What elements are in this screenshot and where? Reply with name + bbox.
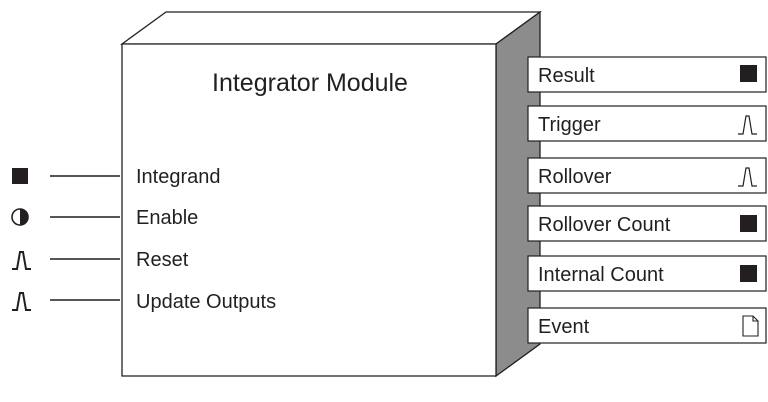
input-row-update-outputs: Update Outputs [12,291,276,313]
output-row-trigger: Trigger [527,105,767,142]
inputs: Integrand Enable Reset Update Outputs [11,166,276,313]
output-label: Rollover Count [538,214,671,236]
input-label: Reset [136,249,189,271]
module-title: Integrator Module [212,69,408,97]
module-top-face [120,11,542,45]
output-box [527,205,767,242]
input-label: Enable [136,207,198,229]
output-row-internal-count: Internal Count [527,255,767,292]
output-label: Event [538,316,590,338]
output-label: Result [538,65,595,87]
pulse-icon [738,167,757,187]
numeric-square-icon [740,65,757,82]
pulse-icon [12,292,31,311]
output-box [527,105,767,142]
input-row-integrand: Integrand [12,166,221,188]
output-row-result: Result [527,56,767,93]
outputs: Result Trigger Rollover Rollover Count I… [527,56,767,344]
output-box [527,56,767,93]
output-box [527,157,767,194]
output-label: Rollover [538,166,612,188]
output-row-event: Event [527,307,767,344]
module-front-face [121,43,497,377]
output-label: Internal Count [538,264,664,286]
event-document-icon [742,315,759,337]
input-label: Integrand [136,166,221,188]
input-label: Update Outputs [136,291,276,313]
output-label: Trigger [538,114,601,136]
output-row-rollover: Rollover [527,157,767,194]
output-row-rollover-count: Rollover Count [527,205,767,242]
numeric-square-icon [740,215,757,232]
input-row-enable: Enable [11,207,198,229]
pulse-icon [12,251,31,270]
numeric-square-icon [12,168,28,184]
output-box [527,255,767,292]
pulse-icon [738,115,757,135]
numeric-square-icon [740,265,757,282]
input-row-reset: Reset [12,249,189,271]
boolean-half-circle-icon [11,208,29,226]
output-box [527,307,767,344]
